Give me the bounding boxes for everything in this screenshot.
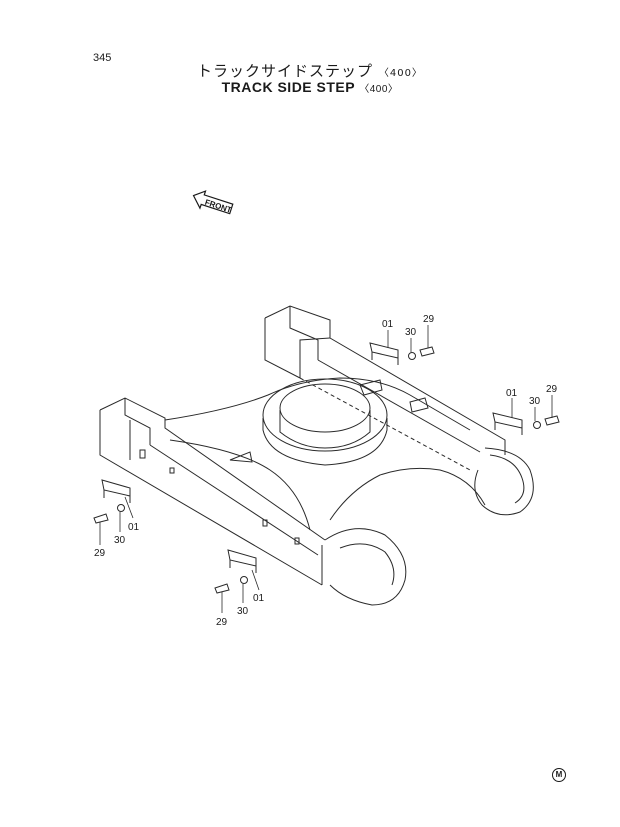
group-code-jp: 〈400〉: [378, 68, 423, 79]
step-assembly-front-upper: [93, 479, 131, 524]
callout-30: 30: [405, 327, 417, 338]
title-english: TRACK SIDE STEP 〈400〉: [0, 79, 620, 95]
callout-30: 30: [237, 606, 249, 617]
callout-01: 01: [506, 388, 518, 399]
callout-01: 01: [128, 522, 140, 533]
leader-lines: [99, 325, 553, 613]
corner-mark: M: [552, 768, 566, 782]
callout-30: 30: [114, 535, 126, 546]
group-code-en: 〈400〉: [359, 84, 399, 95]
track-frame: [99, 305, 534, 606]
callout-29: 29: [423, 314, 435, 325]
title-japanese: トラックサイドステップ 〈400〉: [0, 60, 620, 81]
callout-29: 29: [94, 548, 106, 559]
callout-29: 29: [216, 617, 228, 628]
step-assembly-rear-upper: [369, 342, 435, 365]
callout-29: 29: [546, 384, 558, 395]
title-jp-text: トラックサイドステップ: [197, 62, 374, 80]
callout-labels: 01 30 29 01 30 29 01 30 29 01 30 29: [94, 314, 558, 628]
callout-01: 01: [382, 319, 394, 330]
title-en-text: TRACK SIDE STEP: [221, 79, 355, 95]
callout-30: 30: [529, 396, 541, 407]
step-assembly-rear-lower: [492, 412, 560, 435]
front-arrow: FRONT: [192, 190, 234, 215]
callout-01: 01: [253, 593, 265, 604]
step-assembly-front-lower: [214, 549, 257, 594]
page-number: 345: [93, 52, 112, 64]
